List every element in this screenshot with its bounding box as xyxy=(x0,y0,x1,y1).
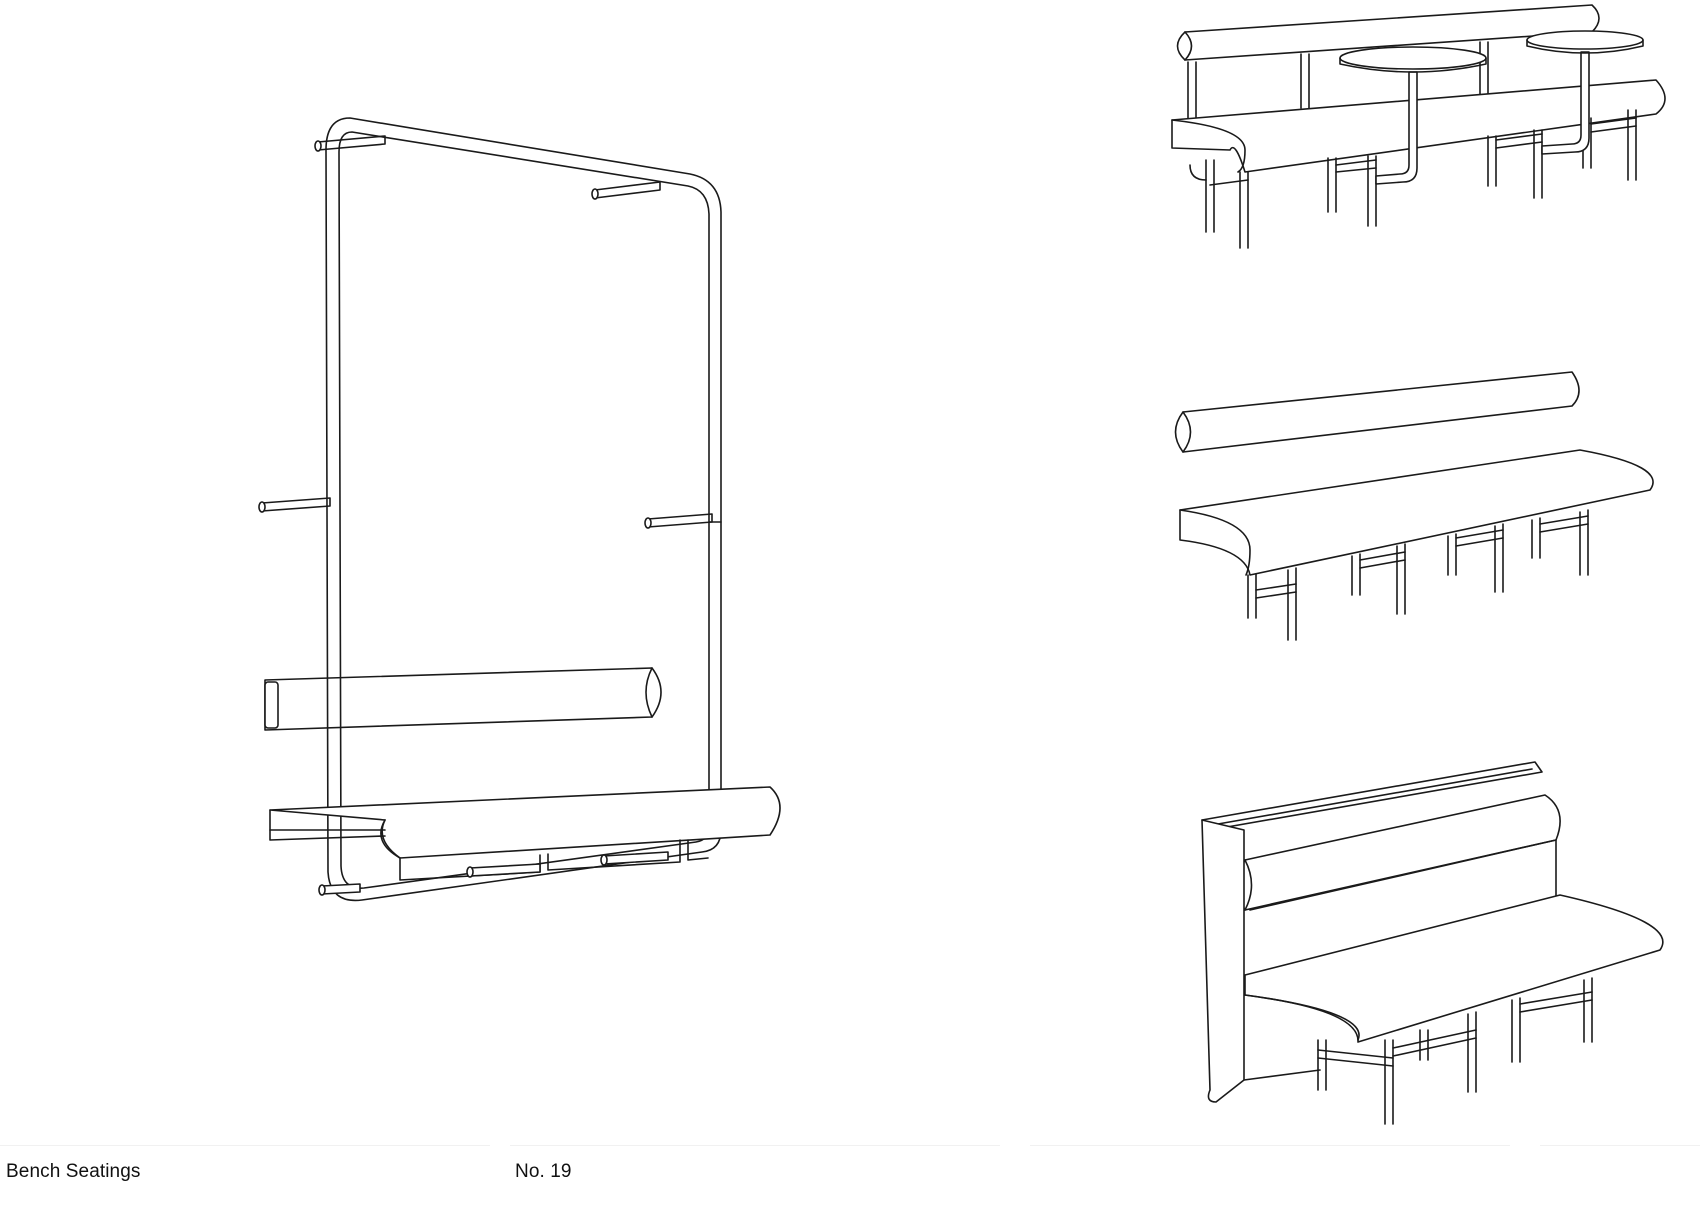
seat-cushion xyxy=(1179,449,1654,576)
seat-cushion xyxy=(269,786,781,859)
hanger-peg xyxy=(258,497,331,513)
round-table xyxy=(1526,30,1644,155)
footer-rule xyxy=(1030,1145,1510,1146)
footer-rule xyxy=(0,1145,490,1146)
side-panel xyxy=(1201,819,1245,1103)
page-number: No. 19 xyxy=(515,1161,572,1182)
hanger-peg xyxy=(591,181,661,200)
bench-seating-drawings xyxy=(258,4,1666,1125)
frame-rail xyxy=(325,117,722,902)
hanger-peg xyxy=(644,513,713,529)
hanger-peg xyxy=(314,135,386,152)
exploded-bench-drawing xyxy=(1174,371,1654,641)
bench-with-tables-drawing xyxy=(1171,4,1666,249)
bench-frame-drawing xyxy=(258,117,781,902)
backrest-bolster xyxy=(1174,371,1580,453)
bolster-backrest xyxy=(264,667,662,731)
hanger-peg xyxy=(600,851,669,866)
round-table xyxy=(1339,46,1487,185)
seat-cushion xyxy=(1244,894,1664,1043)
footer-rule xyxy=(510,1145,1000,1146)
hanger-peg xyxy=(318,883,361,896)
footer-rule xyxy=(1540,1145,1700,1146)
hanger-peg xyxy=(466,863,541,878)
footer: Bench Seatings No. 19 xyxy=(0,1145,1700,1205)
document-title: Bench Seatings xyxy=(6,1161,141,1182)
seat-cushion xyxy=(1171,79,1666,173)
booth-bench-drawing xyxy=(1201,761,1664,1125)
